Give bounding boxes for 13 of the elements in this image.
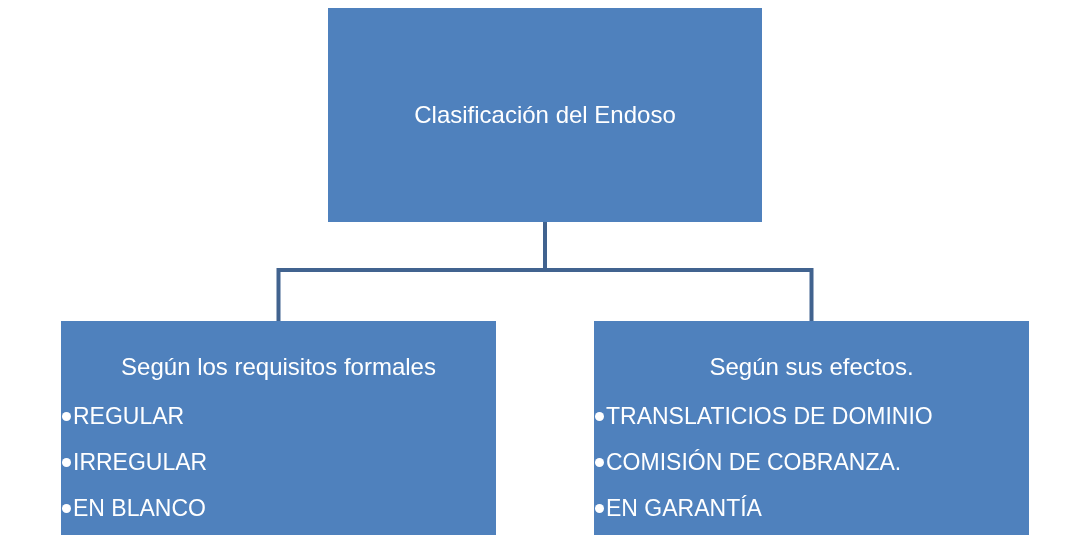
connector-line bbox=[543, 222, 814, 321]
bullet-item: EN GARANTÍA bbox=[594, 485, 1029, 531]
bullet-item: REGULAR bbox=[61, 393, 496, 439]
box-heading: Según sus efectos. bbox=[708, 353, 915, 381]
bullet-item: EN BLANCO bbox=[61, 485, 496, 531]
process-box bbox=[61, 321, 496, 535]
bullet-item: TRANSLATICIOS DE DOMINIO bbox=[594, 393, 1029, 439]
process-box bbox=[328, 8, 762, 222]
box-heading: Clasificación del Endoso bbox=[413, 101, 677, 129]
bullet-item: IRREGULAR bbox=[61, 439, 496, 485]
process-box bbox=[594, 321, 1029, 535]
bullet-item: COMISIÓN DE COBRANZA. bbox=[594, 439, 1029, 485]
box-heading: Según los requisitos formales bbox=[120, 353, 437, 381]
